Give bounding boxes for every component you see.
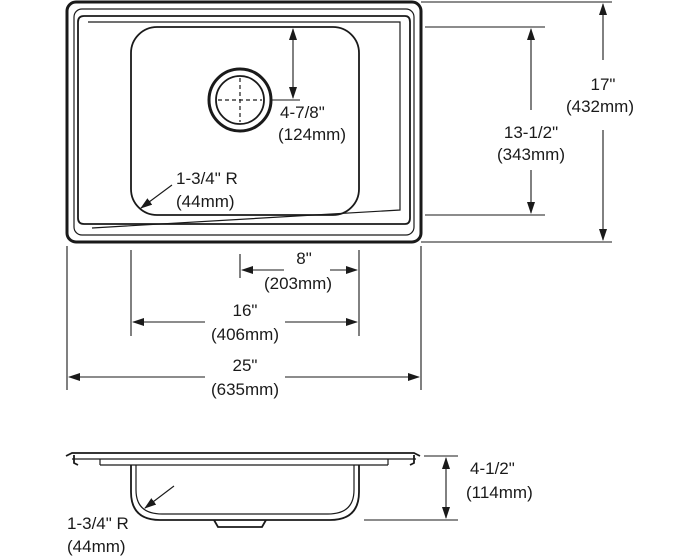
overall-width-metric: (635mm): [211, 380, 279, 399]
bowl-length-metric: (343mm): [497, 145, 565, 164]
bowl-width-imperial: 16": [233, 301, 258, 320]
dim-bowl-width: 16" (406mm): [132, 301, 358, 344]
sink-outer-rim: [65, 0, 423, 244]
dim-overall-width: 25" (635mm): [68, 356, 420, 399]
drain-offset-metric: (124mm): [278, 125, 346, 144]
top-view: [65, 0, 423, 244]
dim-bowl-depth: 4-1/2" (114mm): [364, 455, 533, 521]
bowl-outline: [130, 26, 360, 216]
dim-bowl-radius-top: 1-3/4" R (44mm): [140, 169, 238, 211]
bowl-depth-imperial: 4-1/2": [470, 459, 515, 478]
side-view: [65, 452, 421, 528]
sink-deck-inner-line: [88, 21, 401, 229]
sink-deck-recess: [77, 15, 411, 225]
dim-bowl-length: 13-1/2" (343mm): [425, 26, 565, 216]
bowl-length-imperial: 13-1/2": [504, 123, 558, 142]
bowl-radius-top-metric: (44mm): [176, 192, 235, 211]
drain-offset-imperial: 4-7/8": [280, 103, 325, 122]
side-clip-left: [73, 455, 79, 466]
drain-center-width-metric: (203mm): [264, 274, 332, 293]
bowl-depth-metric: (114mm): [466, 483, 533, 502]
dim-drain-center-width: 8" (203mm): [241, 249, 358, 293]
bowl-radius-side-imperial: 1-3/4" R: [67, 514, 129, 533]
overall-width-imperial: 25": [233, 356, 258, 375]
bowl-radius-top-imperial: 1-3/4" R: [176, 169, 238, 188]
drain: [207, 67, 273, 133]
overall-length-imperial: 17": [591, 75, 616, 94]
drain-center-width-imperial: 8": [296, 249, 312, 268]
side-drain-stub: [213, 519, 267, 528]
dim-bowl-radius-side: 1-3/4" R (44mm): [67, 485, 175, 556]
sink-rim-inner-edge: [73, 8, 415, 236]
bowl-radius-side-metric: (44mm): [67, 537, 126, 556]
side-rim-flange: [65, 452, 421, 457]
bowl-width-metric: (406mm): [211, 325, 279, 344]
dim-overall-length: 17" (432mm): [421, 1, 634, 243]
dim-drain-offset: 4-7/8" (124mm): [271, 28, 346, 144]
side-clip-right: [409, 455, 415, 466]
side-bowl-profile: [130, 465, 360, 521]
overall-length-metric: (432mm): [566, 97, 634, 116]
